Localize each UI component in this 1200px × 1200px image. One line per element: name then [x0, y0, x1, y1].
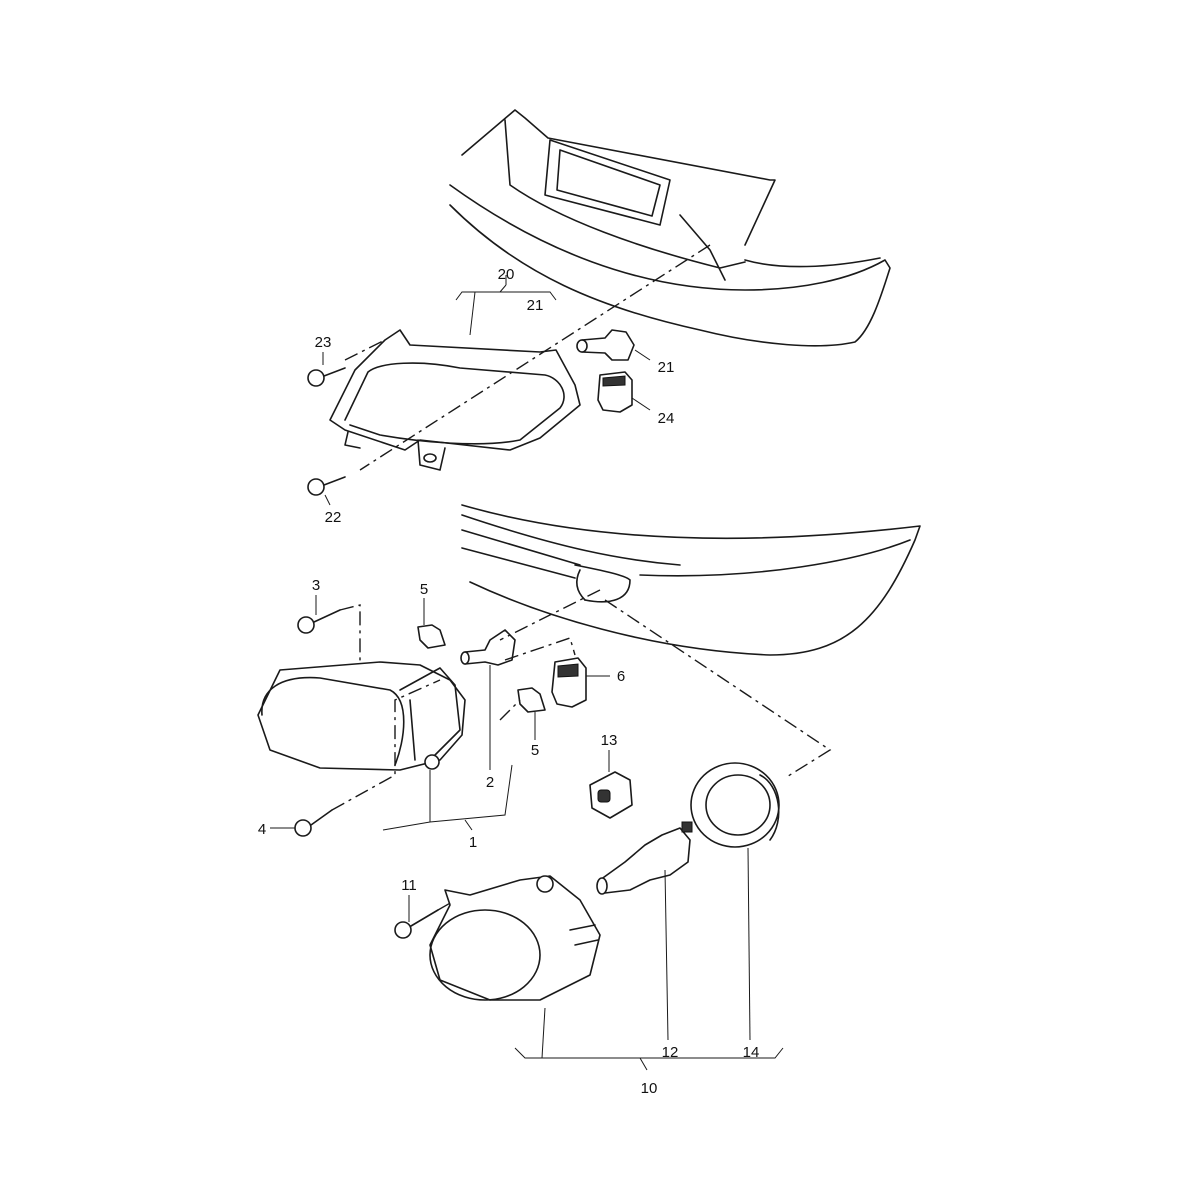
- upper-bumper: [449, 109, 891, 347]
- assembly-line-upper-2: [344, 339, 386, 361]
- callout-24: 24: [658, 410, 675, 427]
- callout-6: 6: [617, 668, 625, 685]
- leader-lines: [270, 275, 784, 1071]
- callout-14: 14: [743, 1044, 760, 1061]
- callout-12: 12: [662, 1044, 679, 1061]
- callout-23: 23: [315, 334, 332, 351]
- assembly-line-screw3: [339, 604, 361, 665]
- screw-11: [394, 909, 439, 939]
- assembly-line-lower: [499, 589, 601, 641]
- seal-ring-14: [690, 762, 780, 848]
- callout-13: 13: [601, 732, 618, 749]
- assembly-line-connector: [499, 637, 576, 721]
- callout-21-bracket: 21: [527, 297, 544, 314]
- screw-23: [307, 367, 346, 387]
- connector-13: [589, 771, 633, 819]
- assembly-line-screw11: [437, 901, 453, 911]
- callout-11: 11: [401, 877, 417, 894]
- assembly-line-upper: [359, 244, 711, 471]
- bulb-12: [596, 821, 693, 895]
- assembly-line-ring: [604, 599, 832, 779]
- connector-24: [597, 371, 633, 413]
- assembly-line-screw4: [331, 679, 441, 811]
- callout-5-top: 5: [420, 581, 428, 598]
- connector-6: [551, 657, 587, 708]
- clip-5-bottom: [517, 687, 546, 713]
- callout-2: 2: [486, 774, 494, 791]
- screw-3: [297, 609, 341, 634]
- screw-22: [307, 476, 346, 496]
- callout-21: 21: [658, 359, 675, 376]
- screw-4: [294, 809, 333, 837]
- callout-4: 4: [258, 821, 266, 838]
- callout-22: 22: [325, 509, 342, 526]
- callout-20: 20: [498, 266, 515, 283]
- callout-5-bottom: 5: [531, 742, 539, 759]
- fog-lamp-assembly-1: [257, 661, 466, 771]
- fog-lamp-assembly-10: [429, 875, 601, 1001]
- bulb-21: [576, 329, 635, 361]
- lower-bumper: [461, 504, 921, 656]
- clip-5-top: [417, 624, 446, 649]
- callout-1: 1: [469, 834, 477, 851]
- fog-light-cover-frame: [329, 329, 581, 471]
- callout-10: 10: [641, 1080, 658, 1097]
- callout-3: 3: [312, 577, 320, 594]
